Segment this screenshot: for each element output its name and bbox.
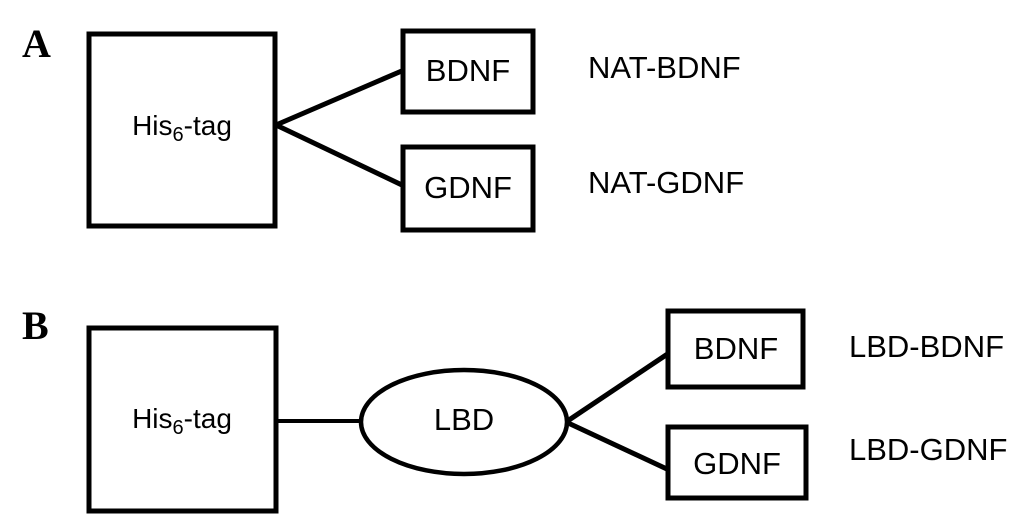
panel-b-connector-to-gdnf — [564, 419, 671, 473]
panel-b-letter: B — [22, 303, 49, 348]
panel-b-his-tag-box — [86, 325, 279, 514]
panel-b-his-tag-label-tail: -tag — [184, 403, 232, 434]
panel-a-his-tag-node: His6-tag — [86, 31, 278, 229]
panel-a-construct-label-nat-gdnf: NAT-GDNF — [588, 165, 744, 200]
panel-a-bdnf-box — [400, 28, 536, 115]
panel-b-his-tag-label: His6-tag — [132, 403, 232, 439]
panel-b-construct-label-lbd-gdnf: LBD-GDNF — [849, 432, 1007, 467]
panel-a-connector-to-gdnf — [274, 122, 406, 189]
panel-a-his-tag-label: His6-tag — [132, 110, 232, 146]
panel-b-his-tag-node: His6-tag — [86, 325, 279, 514]
panel-a-connector-to-bdnf — [275, 67, 405, 128]
panel-a: A His6-tag BDNF GDNF NAT-BDNF NAT-GDNF — [22, 21, 744, 233]
panel-b-lbd-node: LBD — [358, 367, 570, 477]
panel-a-gdnf-box — [400, 144, 536, 233]
panel-b-bdnf-box — [665, 308, 806, 390]
panel-a-his-tag-label-subscript: 6 — [173, 124, 184, 146]
panel-b-his-tag-label-subscript: 6 — [173, 417, 184, 439]
panel-a-his-tag-box — [86, 31, 278, 229]
panel-b-lbd-label: LBD — [434, 402, 494, 437]
panel-b: B His6-tag LBD BDNF — [22, 303, 1007, 514]
panel-b-gdnf-node: GDNF — [665, 424, 809, 501]
panel-b-lbd-ellipse — [358, 367, 570, 477]
panel-a-letter: A — [22, 21, 51, 66]
panel-b-construct-label-lbd-bdnf: LBD-BDNF — [849, 329, 1004, 364]
panel-a-gdnf-label: GDNF — [424, 170, 512, 205]
panel-b-bdnf-label: BDNF — [694, 331, 778, 366]
panel-a-his-tag-label-main: His — [132, 110, 172, 141]
panel-a-bdnf-label: BDNF — [426, 53, 510, 88]
panel-b-gdnf-box — [665, 424, 809, 501]
panel-a-gdnf-node: GDNF — [400, 144, 536, 233]
panel-a-his-tag-label-tail: -tag — [184, 110, 232, 141]
panel-a-bdnf-node: BDNF — [400, 28, 536, 115]
panel-b-bdnf-node: BDNF — [665, 308, 806, 390]
panel-a-construct-label-nat-bdnf: NAT-BDNF — [588, 50, 741, 85]
panel-b-his-tag-label-main: His — [132, 403, 172, 434]
panel-b-gdnf-label: GDNF — [693, 446, 781, 481]
panel-b-connector-to-bdnf — [564, 350, 671, 425]
